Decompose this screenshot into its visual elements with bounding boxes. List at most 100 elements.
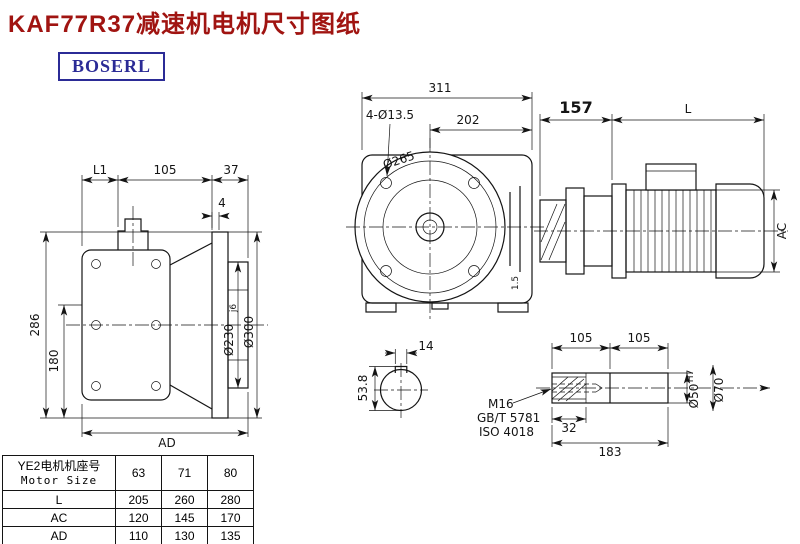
dim-label: 286 [28,314,42,337]
dim-70: Ø70 [709,365,726,411]
thread-hatching [551,376,587,402]
dim-105b: 105 [610,331,669,369]
motor-side-view: 157 L AC [534,98,789,279]
size-71: 71 [161,455,208,491]
dim-label: 37 [223,163,238,177]
dim-32: 32 [551,407,587,435]
dim-label: AD [158,436,175,450]
fit-label: j6 [229,304,239,314]
cell: 260 [161,490,208,509]
standard-iso-label: ISO 4018 [479,425,534,439]
cell: 135 [207,526,254,544]
foot-right [497,302,529,313]
dim-230j6: Ø230 j6 [222,262,242,388]
dim-300: Ø300 [228,231,262,419]
dim-180: 180 [47,304,82,418]
hatching [540,203,566,261]
dim-50H7: Ø50 H7 [668,370,701,409]
size-63: 63 [115,455,162,491]
dim-label: 105 [628,331,651,345]
dim-14: 14 [384,339,434,364]
cooling-fins [633,190,712,272]
header-cn: YE2电机机座号 [17,459,101,474]
dim-label: 105 [570,331,593,345]
dim-label: 202 [457,113,480,127]
center-bore [552,383,603,393]
dim-label: 4-Ø13.5 [366,108,414,122]
gearbox-body [81,249,171,401]
key [394,365,408,373]
dim-183: 183 [551,407,669,459]
bolt-holes [91,259,161,391]
dim-286: 286 [28,231,212,419]
dim-105: 105 [118,163,213,228]
standard-gb-label: GB/T 5781 [477,411,540,425]
drain-plug [431,302,449,310]
cell: 130 [161,526,208,544]
table-row: L 205 260 280 [2,490,254,509]
dim-label: Ø50 [687,384,701,409]
fan-cowl [715,183,765,279]
table-header-row: YE2电机机座号 Motor Size 63 71 80 [2,455,254,491]
dim-label: L1 [93,163,107,177]
cell: 120 [115,508,162,527]
motor-size-table: YE2电机机座号 Motor Size 63 71 80 L 205 260 2… [2,455,254,544]
cell: 205 [115,490,162,509]
dim-37: 37 [212,163,249,258]
thread-label: M16 [488,397,514,411]
table-row: AD 110 130 135 [2,526,254,544]
page-title: KAF77R37减速机电机尺寸图纸 [8,11,362,38]
dim-label: 180 [47,350,61,373]
brand-logo: BOSERL [58,52,166,81]
header-en: Motor Size [20,473,98,487]
shaft-key-section: 14 53.8 [356,339,434,418]
thread-callout: M16 GB/T 5781 ISO 4018 [477,388,552,439]
size-80: 80 [207,455,254,491]
dim-157: 157 [539,98,613,196]
row-label-AD: AD [2,526,116,544]
left-side-view: L1 105 37 4 2 [28,163,268,450]
table-header-motor-size: YE2电机机座号 Motor Size [2,455,116,491]
terminal-box [645,163,697,191]
dim-label: Ø300 [242,316,256,348]
foot-left [365,302,397,313]
dim-L1: L1 [81,163,119,246]
row-label-L: L [2,490,116,509]
dim-label: AC [775,223,789,239]
callout-bolt-holes: 4-Ø13.5 [366,108,414,177]
dim-label: 311 [429,81,452,95]
dim-53-8: 53.8 [356,366,401,411]
row-label-AC: AC [2,508,116,527]
dim-4: 4 [201,196,230,230]
housing-geometry [346,138,546,322]
input-adapter [117,218,149,250]
dim-label-gap: 1.5 [511,276,521,290]
dim-L: L [612,102,765,196]
dim-311: 311 [361,81,533,150]
dim-AC: AC [716,189,789,273]
dim-label: 4 [218,196,226,210]
dim-AD: AD [81,392,249,450]
cell: 280 [207,490,254,509]
dim-label: Ø230 [222,324,236,356]
dim-label: 53.8 [356,375,370,402]
table-row: AC 120 145 170 [2,508,254,527]
shaft-detail-view: 105 105 32 183 [477,331,770,459]
dim-label: 183 [599,445,622,459]
dim-label: 105 [154,163,177,177]
dim-label: 157 [559,98,592,117]
flange-bolt-holes [380,177,480,277]
cell: 110 [115,526,162,544]
fit-label: H7 [686,370,696,383]
cell: 170 [207,508,254,527]
dim-202: 202 [429,113,532,148]
dim-label: 32 [561,421,576,435]
dim-label: L [685,102,692,116]
dim-label: 14 [418,339,433,353]
dim-105a: 105 [551,331,611,369]
dim-label: Ø70 [712,378,726,403]
cell: 145 [161,508,208,527]
gear-stage [539,187,613,275]
